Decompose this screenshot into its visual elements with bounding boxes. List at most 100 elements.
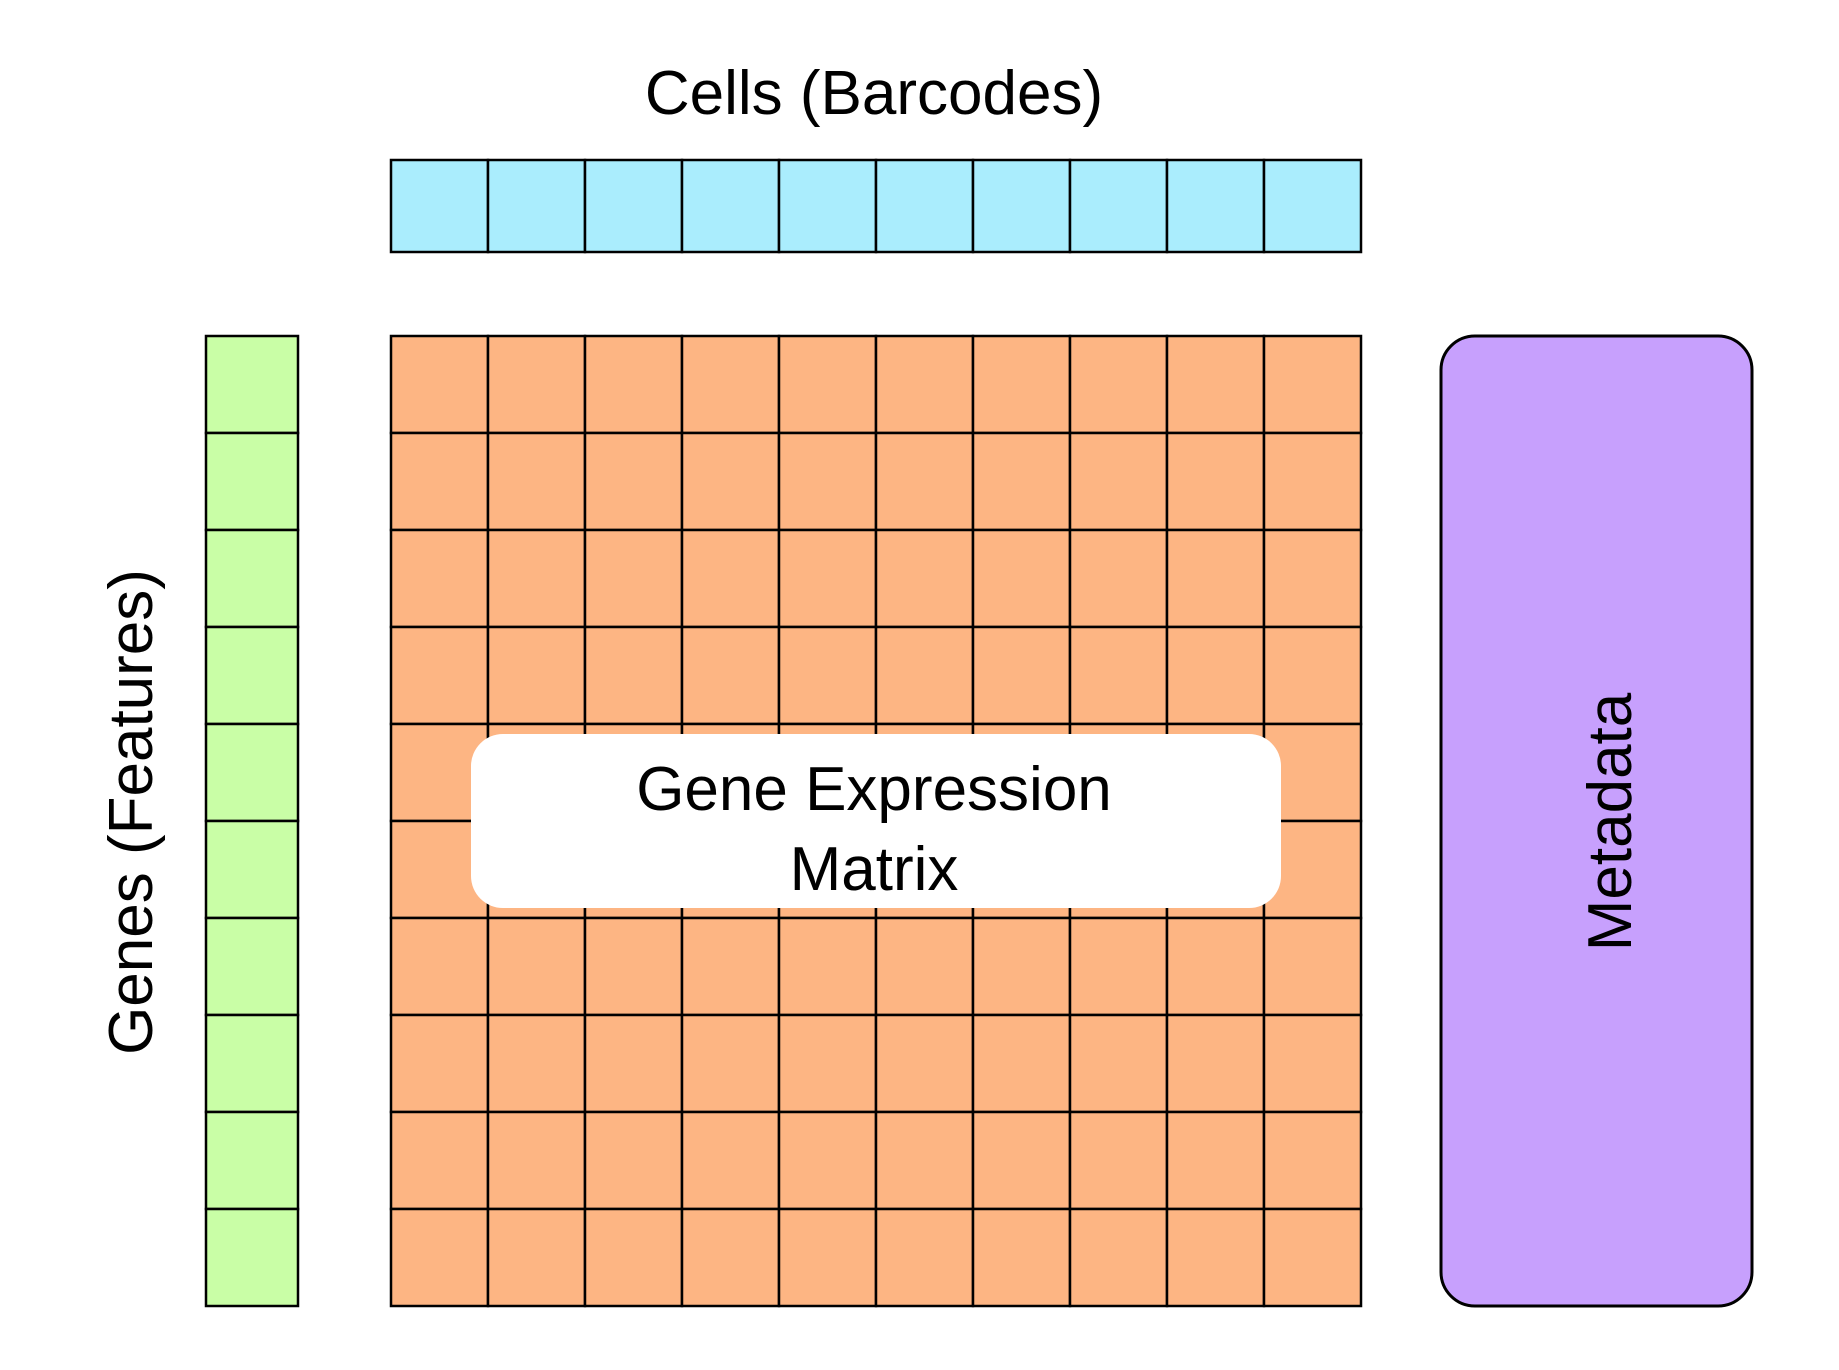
matrix-cell bbox=[874, 1207, 975, 1308]
matrix-cell bbox=[389, 625, 490, 726]
matrix-cell bbox=[874, 431, 975, 532]
matrix-cell bbox=[1068, 625, 1169, 726]
gene-feature bbox=[204, 431, 300, 532]
cell-barcode bbox=[583, 158, 684, 254]
matrix-cell bbox=[1068, 1207, 1169, 1308]
matrix-cell bbox=[777, 431, 878, 532]
matrix-cell bbox=[389, 431, 490, 532]
matrix-cell bbox=[680, 1013, 781, 1114]
matrix-cell bbox=[389, 334, 490, 435]
matrix-cell bbox=[874, 528, 975, 629]
matrix-cell bbox=[1262, 1207, 1363, 1308]
matrix-cell bbox=[680, 625, 781, 726]
matrix-cell bbox=[486, 528, 587, 629]
cell-barcode bbox=[680, 158, 781, 254]
cell-barcode bbox=[1068, 158, 1169, 254]
matrix-cell bbox=[1165, 1110, 1266, 1211]
matrix-cell bbox=[583, 431, 684, 532]
gene-feature bbox=[204, 625, 300, 726]
cell-barcode bbox=[389, 158, 490, 254]
matrix-cell bbox=[486, 431, 587, 532]
genes-title: Genes (Features) bbox=[97, 569, 166, 1055]
matrix-cell bbox=[486, 1207, 587, 1308]
cell-barcode bbox=[1165, 158, 1266, 254]
matrix-cell bbox=[486, 916, 587, 1017]
matrix-cell bbox=[1068, 431, 1169, 532]
matrix-cell bbox=[1165, 916, 1266, 1017]
matrix-cell bbox=[971, 1013, 1072, 1114]
matrix-cell bbox=[583, 528, 684, 629]
matrix-cell bbox=[1068, 528, 1169, 629]
cells-title: Cells (Barcodes) bbox=[645, 59, 1103, 128]
matrix-cell bbox=[389, 1110, 490, 1211]
matrix-cell bbox=[1165, 334, 1266, 435]
gene-feature bbox=[204, 722, 300, 823]
matrix-cell bbox=[583, 916, 684, 1017]
gene-feature bbox=[204, 1013, 300, 1114]
matrix-cell bbox=[777, 528, 878, 629]
matrix-cell bbox=[583, 1013, 684, 1114]
matrix-cell bbox=[680, 431, 781, 532]
matrix-cell bbox=[777, 1110, 878, 1211]
cell-barcode bbox=[486, 158, 587, 254]
matrix-cell bbox=[874, 1013, 975, 1114]
cell-barcode bbox=[777, 158, 878, 254]
matrix-cell bbox=[1262, 431, 1363, 532]
matrix-cell bbox=[486, 625, 587, 726]
matrix-cell bbox=[1165, 1207, 1266, 1308]
cells-bar bbox=[389, 158, 1363, 254]
matrix-cell bbox=[583, 1110, 684, 1211]
matrix-cell bbox=[777, 1207, 878, 1308]
matrix-cell bbox=[1165, 1013, 1266, 1114]
matrix-cell bbox=[1262, 334, 1363, 435]
matrix-cell bbox=[971, 1110, 1072, 1211]
matrix-cell bbox=[389, 1207, 490, 1308]
matrix-cell bbox=[971, 625, 1072, 726]
gene-feature bbox=[204, 334, 300, 435]
metadata-label: Metadata bbox=[1576, 692, 1645, 951]
matrix-cell bbox=[777, 1013, 878, 1114]
matrix-label-box bbox=[471, 734, 1281, 908]
matrix-cell bbox=[680, 334, 781, 435]
matrix-cell bbox=[583, 1207, 684, 1308]
gene-feature bbox=[204, 1207, 300, 1308]
matrix-cell bbox=[777, 916, 878, 1017]
gene-feature bbox=[204, 528, 300, 629]
matrix-cell bbox=[583, 334, 684, 435]
matrix-cell bbox=[874, 1110, 975, 1211]
matrix-cell bbox=[1165, 528, 1266, 629]
matrix-cell bbox=[971, 334, 1072, 435]
matrix-cell bbox=[680, 1110, 781, 1211]
matrix-cell bbox=[1068, 1110, 1169, 1211]
matrix-cell bbox=[874, 625, 975, 726]
cell-barcode bbox=[874, 158, 975, 254]
genes-bar bbox=[204, 334, 300, 1308]
cell-barcode bbox=[971, 158, 1072, 254]
matrix-cell bbox=[389, 916, 490, 1017]
matrix-cell bbox=[971, 528, 1072, 629]
gene-feature bbox=[204, 916, 300, 1017]
matrix-label-line2: Matrix bbox=[790, 835, 959, 904]
matrix-cell bbox=[971, 1207, 1072, 1308]
matrix-cell bbox=[486, 1013, 587, 1114]
matrix-cell bbox=[1262, 1013, 1363, 1114]
matrix-cell bbox=[1165, 431, 1266, 532]
matrix-cell bbox=[1068, 1013, 1169, 1114]
matrix-cell bbox=[1262, 625, 1363, 726]
matrix-cell bbox=[1165, 625, 1266, 726]
matrix-cell bbox=[389, 1013, 490, 1114]
matrix-cell bbox=[1068, 916, 1169, 1017]
matrix-cell bbox=[680, 1207, 781, 1308]
matrix-cell bbox=[680, 916, 781, 1017]
matrix-cell bbox=[486, 334, 587, 435]
matrix-cell bbox=[680, 528, 781, 629]
matrix-cell bbox=[874, 334, 975, 435]
matrix-cell bbox=[777, 625, 878, 726]
matrix-cell bbox=[1262, 1110, 1363, 1211]
matrix-cell bbox=[583, 625, 684, 726]
gene-feature bbox=[204, 819, 300, 920]
gene-feature bbox=[204, 1110, 300, 1211]
matrix-cell bbox=[777, 334, 878, 435]
cell-barcode bbox=[1262, 158, 1363, 254]
